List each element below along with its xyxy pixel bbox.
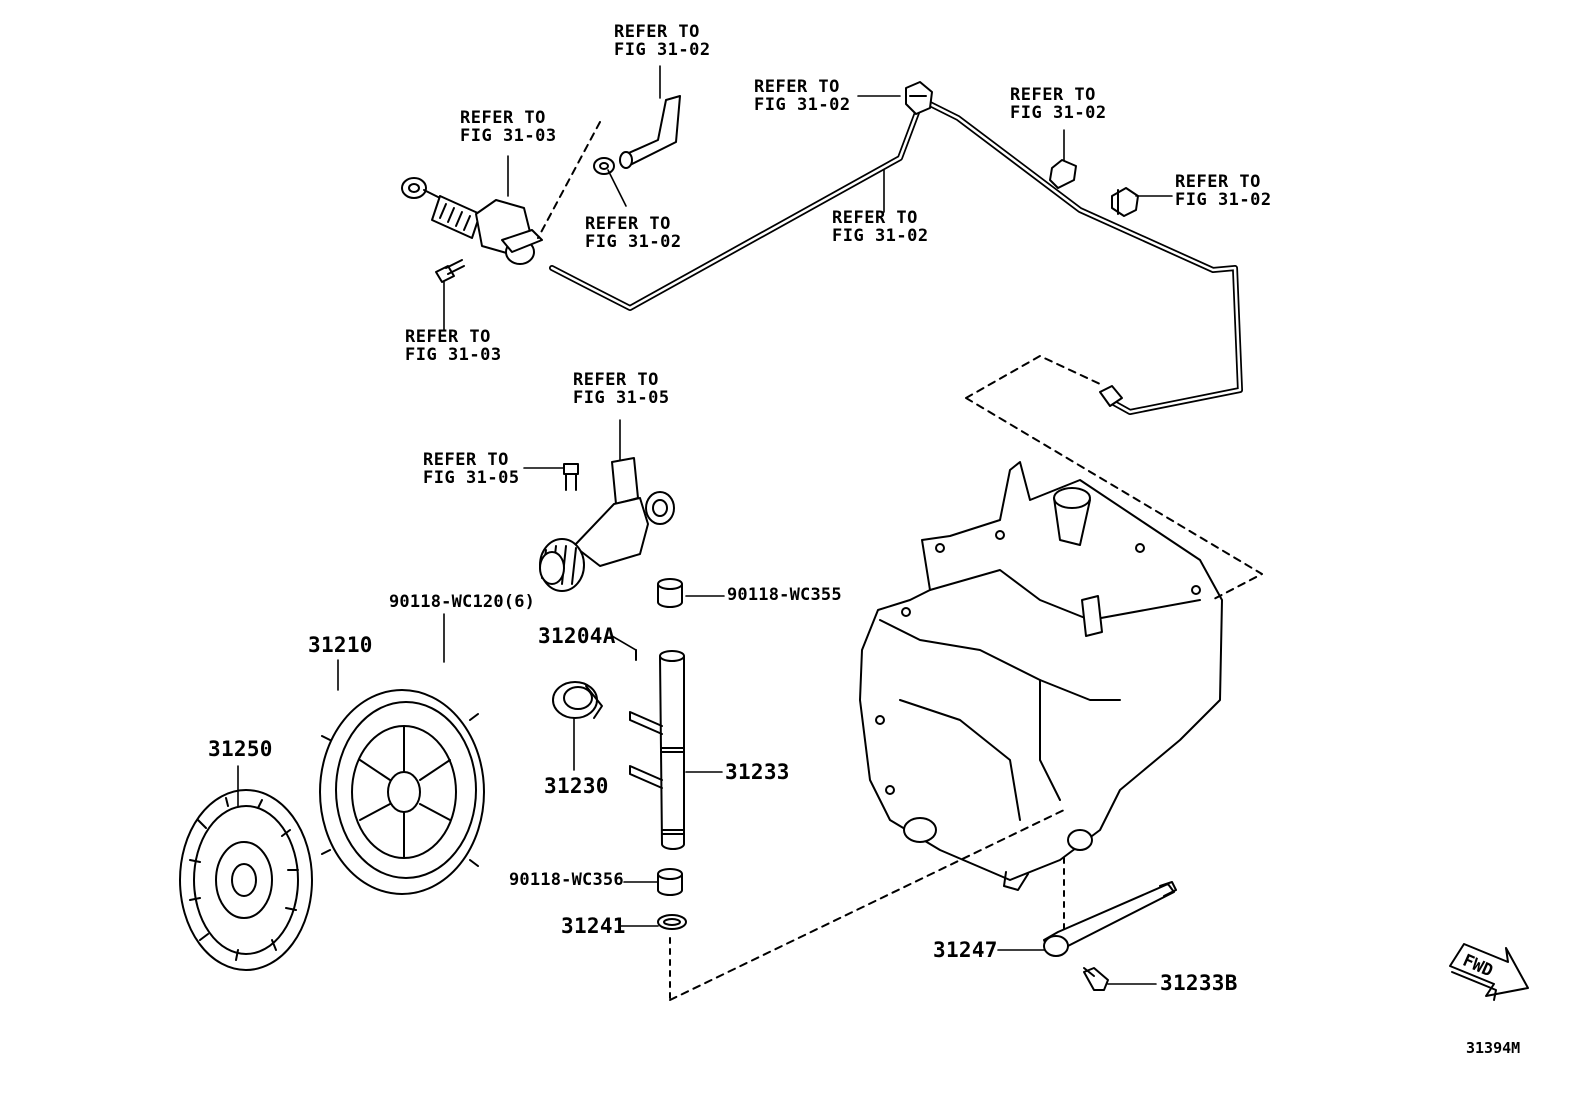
- hose-clamp: [593, 157, 615, 175]
- refer-line1: REFER TO: [573, 370, 659, 390]
- part-label-90118-wc356: 90118-WC356: [509, 870, 624, 890]
- release-cylinder: [539, 457, 675, 592]
- dashed-leader-hose: [537, 121, 601, 239]
- reservoir-hose: [619, 95, 681, 169]
- fwd-arrow-icon: [1449, 943, 1529, 1001]
- refer-line2: FIG 31-02: [1175, 189, 1272, 210]
- bolt-31233b: [1083, 967, 1109, 991]
- part-label-31250: 31250: [208, 737, 273, 761]
- part-label-31233b: 31233B: [1160, 971, 1238, 995]
- master-cylinder-bolt: [435, 259, 465, 283]
- bushing-90118-wc355: [657, 578, 683, 608]
- pipe-clip-right: [1111, 187, 1139, 217]
- leader-lines: [237, 65, 1173, 985]
- diagram-id: 31394M: [1466, 1039, 1521, 1057]
- refer-line2: FIG 31-02: [614, 39, 711, 60]
- refer-line2: FIG 31-02: [1010, 102, 1107, 123]
- transmission-case: [859, 461, 1223, 891]
- dashed-leader-bottom: [669, 809, 1065, 1001]
- refer-line2: FIG 31-02: [754, 94, 851, 115]
- refer-line1: REFER TO: [405, 327, 491, 347]
- refer-line1: REFER TO: [585, 214, 671, 234]
- dashed-leader-case: [965, 355, 1263, 601]
- refer-line1: REFER TO: [614, 22, 700, 42]
- release-bearing-31230: [552, 681, 603, 719]
- clutch-disc-31250: [179, 789, 313, 971]
- seal-31241: [657, 914, 687, 930]
- part-label-90118-wc120: 90118-WC120(6): [389, 592, 536, 612]
- refer-line1: REFER TO: [754, 77, 840, 97]
- part-label-31204a: 31204A: [538, 624, 616, 648]
- refer-line2: FIG 31-02: [832, 225, 929, 246]
- clutch-cover-31210: [319, 689, 485, 895]
- refer-line1: REFER TO: [1175, 172, 1261, 192]
- part-label-31241: 31241: [561, 914, 626, 938]
- clutch-master-cylinder: [401, 177, 543, 265]
- refer-line1: REFER TO: [460, 108, 546, 128]
- clutch-line-pipe: [549, 101, 1243, 415]
- refer-line1: REFER TO: [423, 450, 509, 470]
- part-label-31233: 31233: [725, 760, 790, 784]
- part-label-31230: 31230: [544, 774, 609, 798]
- pipe-clip-right-upper: [1049, 159, 1077, 189]
- bushing-90118-wc356: [657, 868, 683, 896]
- part-label-31210: 31210: [308, 633, 373, 657]
- refer-line2: FIG 31-03: [460, 125, 557, 146]
- clutch-fork-31247: [1043, 881, 1177, 957]
- refer-line1: REFER TO: [1010, 85, 1096, 105]
- pipe-clip-top: [905, 81, 933, 115]
- release-cylinder-bolt: [563, 463, 579, 491]
- refer-line1: REFER TO: [832, 208, 918, 228]
- refer-line2: FIG 31-03: [405, 344, 502, 365]
- refer-line2: FIG 31-05: [423, 467, 520, 488]
- refer-line2: FIG 31-02: [585, 231, 682, 252]
- part-label-90118-wc355: 90118-WC355: [727, 585, 842, 605]
- release-fork-shaft-31233: [629, 650, 685, 850]
- refer-line2: FIG 31-05: [573, 387, 670, 408]
- part-label-31247: 31247: [933, 938, 998, 962]
